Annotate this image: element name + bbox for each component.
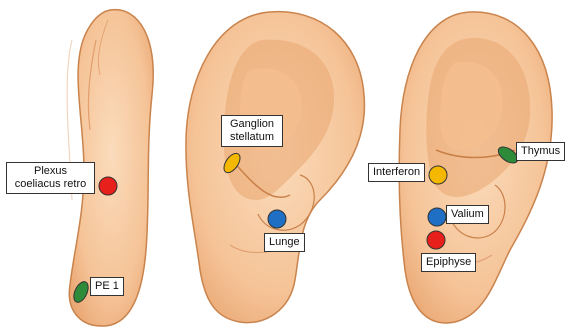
plexus-label: Plexus coeliacus retro — [6, 162, 95, 194]
pe1-label: PE 1 — [90, 277, 124, 296]
thymus-label-text: Thymus — [521, 145, 560, 158]
ganglion-label-line2: stellatum — [226, 131, 278, 144]
plexus-label-line1: Plexus — [11, 165, 90, 178]
thymus-label: Thymus — [516, 142, 565, 161]
valium-label: Valium — [446, 205, 489, 224]
valium-label-text: Valium — [451, 208, 484, 221]
ear-middle-view — [186, 12, 365, 323]
ganglion-label: Ganglion stellatum — [221, 115, 283, 147]
interferon-point — [429, 166, 447, 184]
ganglion-label-line1: Ganglion — [226, 118, 278, 131]
pe1-label-text: PE 1 — [95, 280, 119, 293]
valium-point — [428, 208, 446, 226]
lunge-point — [268, 210, 286, 228]
plexus-label-line2: coeliacus retro — [11, 178, 90, 191]
epiphyse-label-text: Epiphyse — [426, 256, 471, 269]
lunge-label: Lunge — [264, 233, 305, 252]
lunge-label-text: Lunge — [269, 236, 300, 249]
epiphyse-point — [427, 231, 445, 249]
interferon-label: Interferon — [368, 163, 425, 182]
plexus-point — [99, 177, 117, 195]
interferon-label-text: Interferon — [373, 166, 420, 179]
epiphyse-label: Epiphyse — [421, 253, 476, 272]
